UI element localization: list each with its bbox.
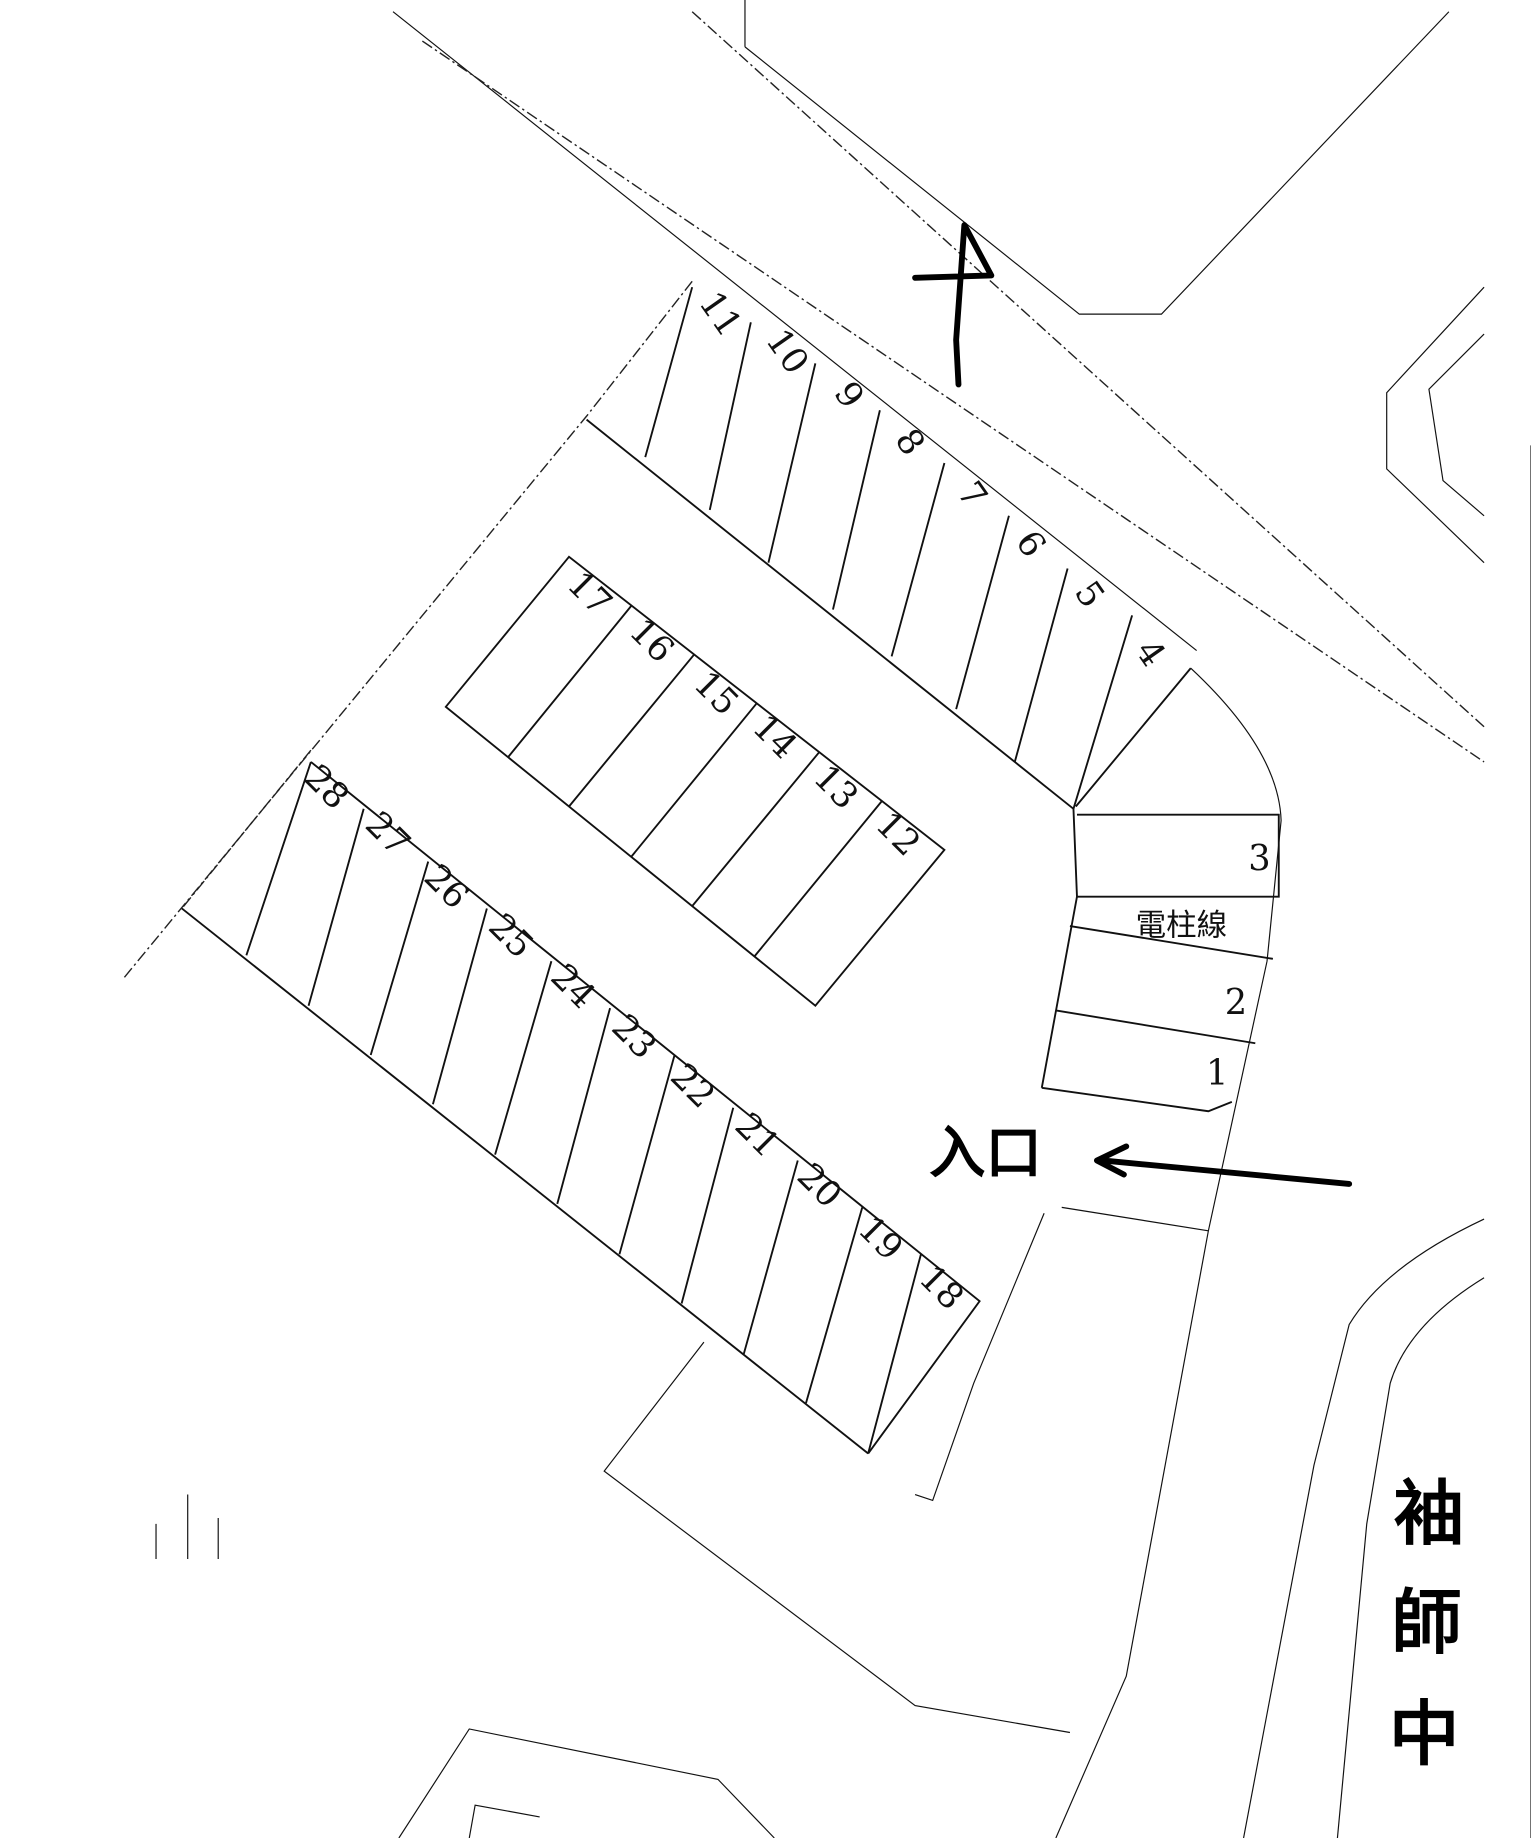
stall-9: 9 bbox=[826, 374, 872, 416]
stall-4: 4 bbox=[1127, 632, 1173, 674]
stall-row-bottom bbox=[181, 761, 981, 1455]
school-label-char: 袖 bbox=[1394, 1473, 1464, 1555]
school-label-char: 中 bbox=[1389, 1693, 1459, 1775]
stall-10: 10 bbox=[758, 322, 817, 382]
stall-21: 21 bbox=[727, 1105, 788, 1166]
stall-24: 24 bbox=[543, 956, 604, 1017]
stall-5: 5 bbox=[1066, 574, 1112, 616]
stall-1: 1 bbox=[1206, 1052, 1228, 1093]
north-arrow-icon bbox=[912, 222, 995, 388]
stall-16: 16 bbox=[621, 610, 682, 671]
entrance-label: 入口 bbox=[929, 1121, 1042, 1186]
stall-20: 20 bbox=[789, 1155, 850, 1216]
stall-26: 26 bbox=[416, 857, 477, 918]
school-label: 袖 師 中 bbox=[1389, 1473, 1464, 1775]
school-label-char: 師 bbox=[1391, 1582, 1461, 1664]
stall-17: 17 bbox=[559, 563, 620, 624]
stall-2: 2 bbox=[1225, 982, 1247, 1023]
stall-12: 12 bbox=[868, 804, 929, 865]
stall-15: 15 bbox=[686, 663, 747, 724]
stall-18: 18 bbox=[911, 1257, 972, 1318]
stall-28: 28 bbox=[296, 757, 357, 818]
stall-3: 3 bbox=[1248, 838, 1270, 879]
left-arrow-icon bbox=[1093, 1143, 1353, 1187]
stall-27: 27 bbox=[357, 804, 418, 865]
stall-block-middle bbox=[444, 555, 946, 1008]
stall-row-right bbox=[1041, 813, 1280, 1113]
stall-8: 8 bbox=[887, 421, 933, 463]
stall-11: 11 bbox=[691, 284, 750, 344]
stall-23: 23 bbox=[604, 1007, 665, 1068]
stall-13: 13 bbox=[805, 757, 866, 818]
stall-7: 7 bbox=[949, 474, 995, 516]
utility-pole-line-label: 電柱線 bbox=[1136, 908, 1227, 943]
stall-6: 6 bbox=[1007, 523, 1053, 565]
road-lines bbox=[122, 0, 1531, 1838]
stall-14: 14 bbox=[744, 706, 805, 767]
stall-25: 25 bbox=[481, 906, 542, 967]
stall-row-top bbox=[586, 286, 1192, 1088]
